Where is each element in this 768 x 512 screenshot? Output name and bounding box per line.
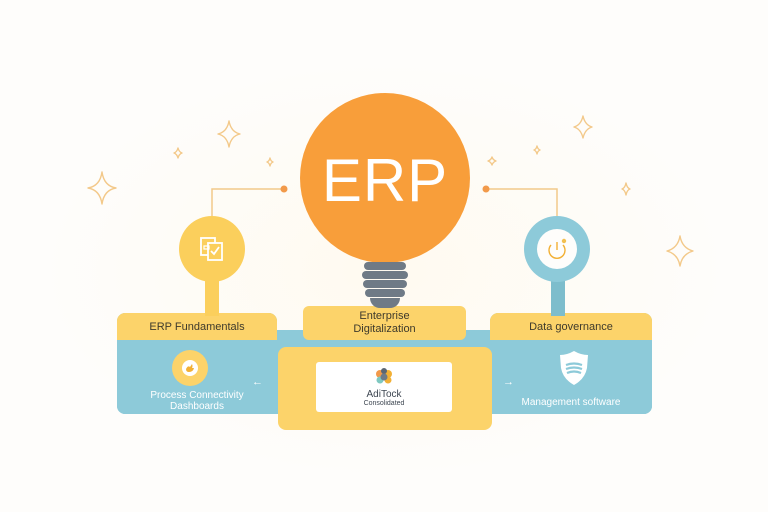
sparkle-icon	[573, 115, 593, 139]
sparkle-icon	[266, 157, 274, 167]
node-left	[179, 216, 245, 282]
bulb-label: ERP	[321, 146, 449, 214]
logo-card: AdiTock Consolidated	[316, 362, 452, 412]
card-subtitle: Consolidated	[363, 399, 405, 407]
sparkle-icon	[87, 171, 117, 205]
panel-header: Digitalization	[353, 323, 416, 335]
flower-logo-icon	[376, 367, 392, 383]
connector-dot-left	[280, 185, 288, 193]
panel-data-governance: Data governance Management software	[490, 313, 652, 414]
panel-header: Enterprise	[359, 310, 410, 322]
sparkle-icon	[533, 145, 541, 155]
arrow-right-icon: →	[503, 376, 514, 388]
arrow-left-icon: ←	[252, 376, 263, 388]
stem-left	[205, 280, 219, 316]
card-title: AdiTock	[366, 388, 402, 400]
erp-bulb: ERP	[300, 93, 470, 263]
sparkle-icon	[666, 235, 694, 267]
power-icon	[548, 238, 567, 259]
connector-dot-right	[482, 185, 490, 193]
shield-icon	[559, 350, 589, 391]
bulb-base	[358, 262, 412, 308]
connector-right	[486, 188, 558, 216]
panel-header: ERP Fundamentals	[117, 313, 277, 340]
panel-erp-fundamentals: ERP Fundamentals Process Connectivity Da…	[117, 313, 277, 414]
center-module: AdiTock Consolidated	[278, 347, 492, 430]
panel-enterprise-digitalization: Enterprise Digitalization	[303, 306, 466, 340]
panel-caption: Dashboards	[170, 401, 224, 412]
sparkle-icon	[487, 156, 497, 166]
stem-right	[551, 280, 565, 316]
panel-header: Data governance	[490, 313, 652, 340]
connector-left	[211, 188, 284, 216]
node-right	[524, 216, 590, 282]
sparkle-icon	[173, 147, 183, 159]
panel-caption: Process Connectivity	[150, 390, 244, 401]
panel-caption: Management software	[521, 397, 621, 408]
documents-check-icon	[200, 237, 223, 261]
sparkle-icon	[217, 120, 241, 148]
sparkle-icon	[621, 182, 631, 196]
hand-pointer-icon	[172, 350, 208, 386]
